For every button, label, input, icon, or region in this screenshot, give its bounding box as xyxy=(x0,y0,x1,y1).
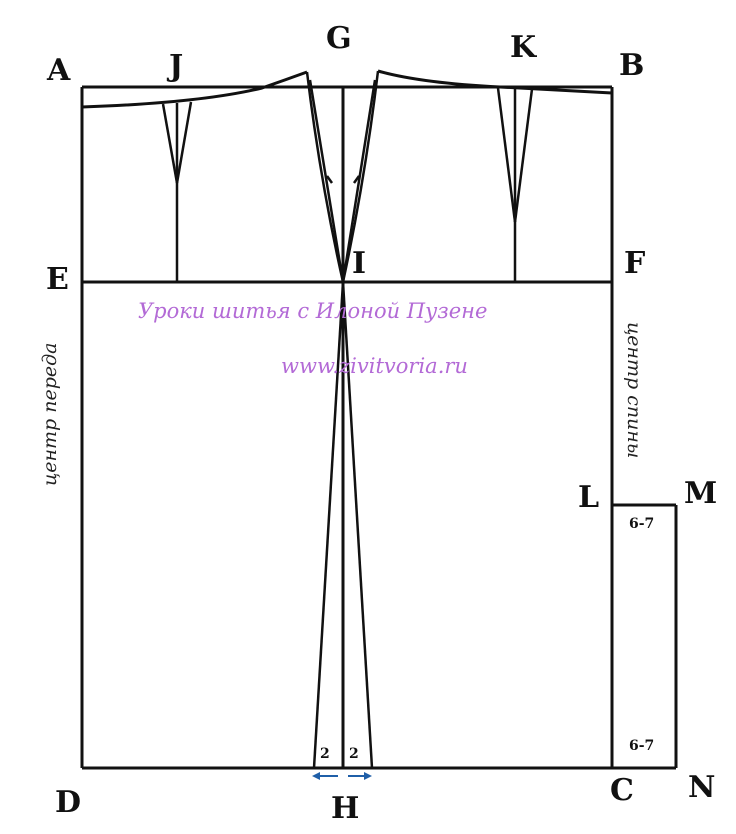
front-side-seam xyxy=(312,281,345,769)
point-label-i: I xyxy=(352,246,366,281)
point-label-f: F xyxy=(624,246,645,281)
point-label-h: H xyxy=(331,791,359,826)
point-label-c: C xyxy=(610,773,634,808)
arrow-left-icon xyxy=(312,772,320,780)
measurement-h-right: 2 xyxy=(349,746,359,762)
center-back-label: центр спины xyxy=(623,322,645,458)
dart-tick-left xyxy=(325,175,334,184)
point-label-g: G xyxy=(326,21,352,56)
point-label-e: E xyxy=(46,262,69,297)
point-label-j: J xyxy=(166,49,183,84)
point-label-m: M xyxy=(684,476,717,511)
measurement-h-left: 2 xyxy=(320,746,330,762)
front-dart-right xyxy=(175,101,193,184)
watermark-line-1: Уроки шитья с Илоной Пузене xyxy=(138,299,487,323)
point-label-n: N xyxy=(688,770,715,805)
back-side-dart-outer xyxy=(341,70,380,283)
dart-tick-right xyxy=(352,175,361,184)
point-label-l: L xyxy=(578,480,599,515)
back-waist-curve xyxy=(377,69,613,95)
back-dart-right xyxy=(513,88,534,223)
point-label-k: K xyxy=(510,30,537,65)
front-dart-left xyxy=(161,103,179,184)
center-front-label: центр переда xyxy=(39,343,61,487)
watermark-line-2: www.zivitvoria.ru xyxy=(281,354,468,378)
point-label-b: B xyxy=(619,48,644,83)
point-label-d: D xyxy=(55,785,81,820)
measurement-lm-top: 6-7 xyxy=(629,516,654,532)
front-side-dart-inner xyxy=(308,79,345,283)
front-side-dart-outer xyxy=(305,71,345,283)
measurement-lm-bottom: 6-7 xyxy=(629,738,654,754)
back-dart-left xyxy=(496,87,517,223)
front-waist-curve xyxy=(81,70,308,109)
back-side-dart-inner xyxy=(341,79,377,283)
back-side-seam xyxy=(341,281,374,769)
point-label-a: A xyxy=(46,53,71,88)
arrow-right-icon xyxy=(364,772,372,780)
